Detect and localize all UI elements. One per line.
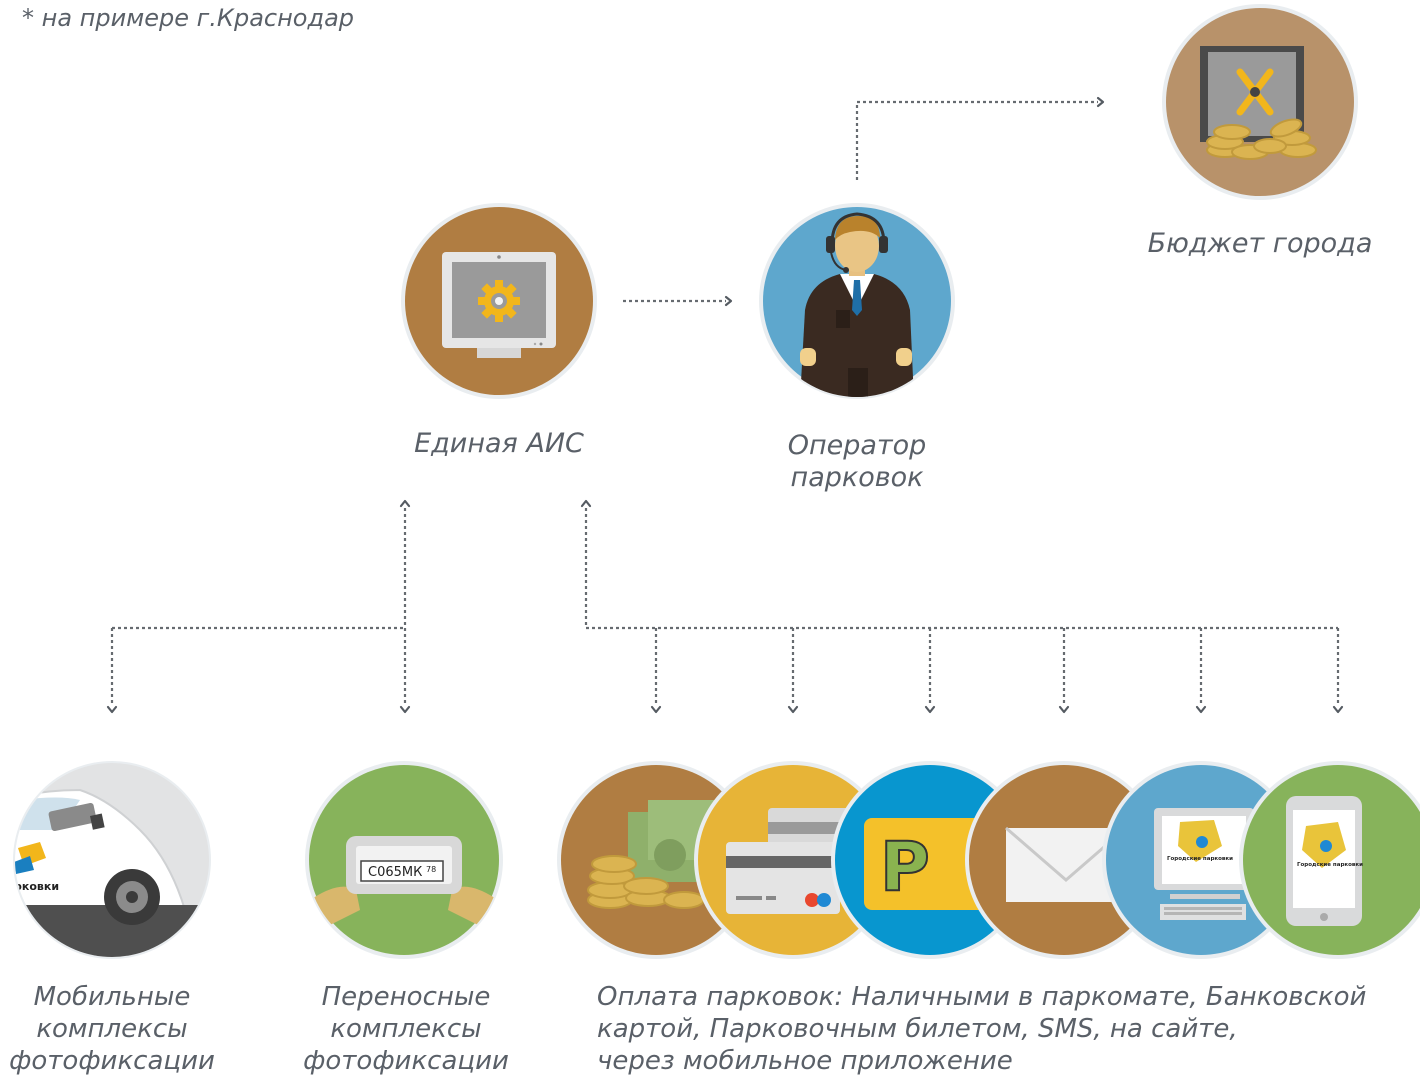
city-budget-safe-icon <box>1162 4 1358 200</box>
operator-person-icon <box>759 203 955 399</box>
node-label-mobile: Мобильные комплексы фотофиксации <box>0 981 224 1077</box>
node-label-payment-line3: через мобильное приложение <box>597 1046 1013 1076</box>
node-label-portable-line2: комплексы <box>330 1014 482 1044</box>
node-label-operator-line1: Оператор <box>787 430 927 461</box>
footnote-city: * на примере г.Краснодар <box>22 4 355 32</box>
node-label-portable-line1: Переносные <box>321 982 491 1012</box>
ais-monitor-icon <box>401 203 597 399</box>
node-label-payment-line2: картой, Парковочным билетом, SMS, на сай… <box>597 1014 1238 1044</box>
city-parking-logo-text-app: Городские парковки <box>1297 862 1363 868</box>
mobile-camera-car-icon: рковки <box>13 761 211 959</box>
node-label-payment: Оплата парковок: Наличными в паркомате, … <box>597 981 1407 1077</box>
cash-payment-icon <box>557 761 755 959</box>
node-label-mobile-line2: комплексы <box>36 1014 188 1044</box>
coin-stack-icon <box>587 855 705 909</box>
node-label-budget: Бюджет города <box>1147 228 1373 259</box>
connector-lines <box>110 100 1340 706</box>
website-payment-icon: Городские парковки <box>1102 761 1300 959</box>
sms-payment-icon <box>965 761 1163 959</box>
node-label-payment-line1: Оплата парковок: Наличными в паркомате, … <box>597 982 1367 1012</box>
node-label-operator: Оператор парковок <box>757 430 957 494</box>
arrowheads <box>106 96 1344 714</box>
car-brand-text: рковки <box>14 880 59 893</box>
node-label-ais: Единая АИС <box>414 428 584 459</box>
coin-stack-icon <box>1206 118 1317 160</box>
node-label-portable-line3: фотофиксации <box>303 1046 509 1076</box>
mobile-app-payment-icon: Городские парковки <box>1239 761 1420 959</box>
city-parking-logo-text: Городские парковки <box>1167 856 1233 862</box>
license-plate-region: 78 <box>426 865 436 874</box>
license-plate-number: С065МК <box>368 865 422 880</box>
portable-camera-device-icon: С065МК 78 <box>305 761 503 959</box>
node-label-mobile-line1: Мобильные <box>33 982 191 1012</box>
parking-p-letter: P <box>880 828 930 907</box>
node-label-portable: Переносные комплексы фотофиксации <box>294 981 518 1077</box>
node-label-mobile-line3: фотофиксации <box>9 1046 215 1076</box>
node-label-operator-line2: парковок <box>790 462 924 493</box>
gear-icon <box>478 280 520 322</box>
